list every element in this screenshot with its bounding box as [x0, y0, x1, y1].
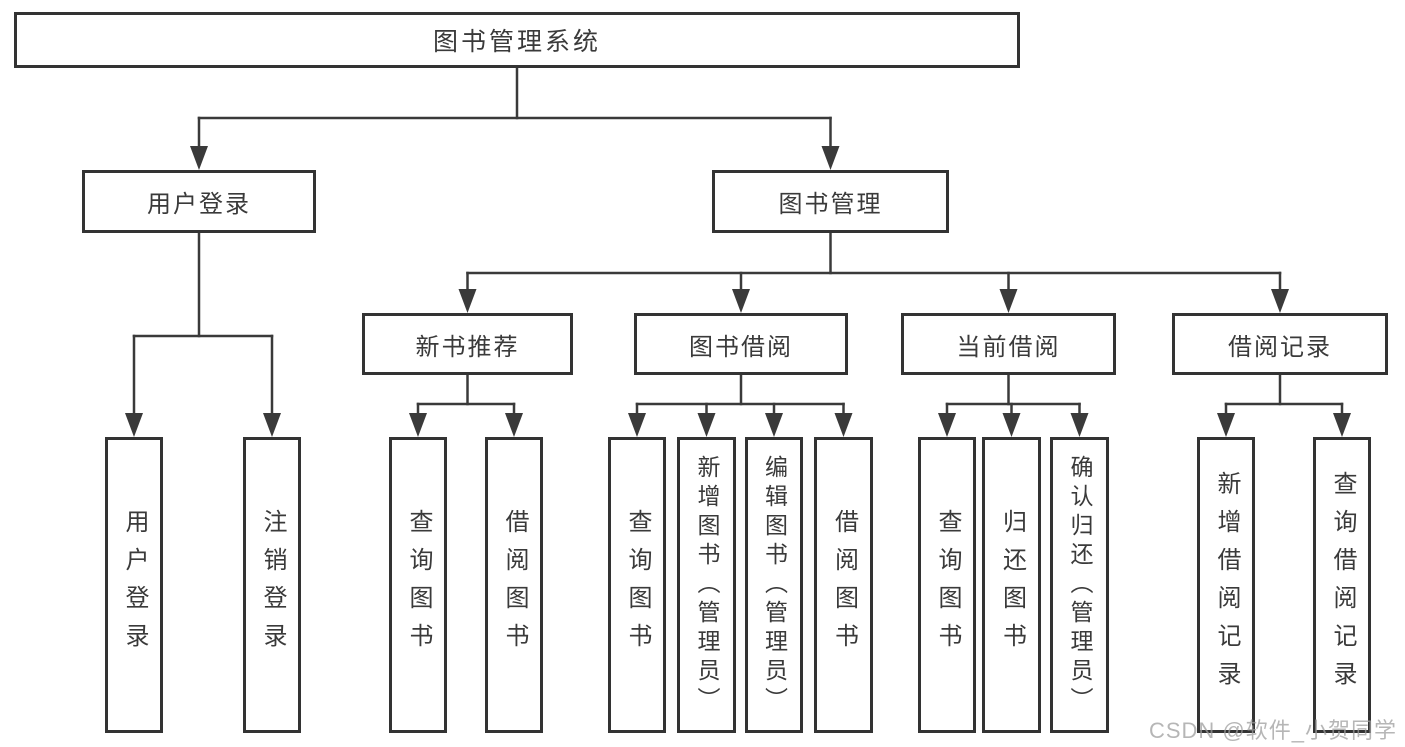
node-label-ul-logout: 注销登录	[259, 509, 286, 661]
node-label-nb-borrow: 借阅图书	[501, 509, 528, 661]
node-cb-query: 查询图书	[918, 437, 976, 733]
node-label-br-add: 新增借阅记录	[1213, 471, 1240, 699]
arrowhead-cb-query	[938, 413, 956, 437]
node-label-nb-query: 查询图书	[405, 509, 432, 661]
node-nb-borrow: 借阅图书	[485, 437, 543, 733]
arrowhead-bb-borrow	[834, 413, 853, 437]
watermark-text: CSDN @软件_小贺同学	[1148, 718, 1397, 743]
node-label-current-borrow: 当前借阅	[956, 333, 1061, 361]
node-label-cb-query: 查询图书	[934, 509, 961, 661]
node-br-query: 查询借阅记录	[1313, 437, 1371, 733]
arrowhead-ul-login	[125, 413, 143, 437]
node-borrow-records: 借阅记录	[1172, 313, 1388, 375]
node-label-br-query: 查询借阅记录	[1329, 471, 1356, 699]
node-label-ul-login: 用户登录	[121, 509, 148, 661]
arrowhead-book-mgmt	[821, 146, 840, 170]
node-label-bb-borrow: 借阅图书	[830, 509, 858, 661]
node-user-login: 用户登录	[82, 170, 316, 233]
arrowhead-cb-return	[1002, 413, 1021, 437]
arrowhead-user-login	[190, 146, 208, 170]
node-br-add: 新增借阅记录	[1197, 437, 1255, 733]
node-bb-query: 查询图书	[608, 437, 666, 733]
node-current-borrow: 当前借阅	[901, 313, 1116, 375]
arrowhead-book-borrow	[732, 289, 750, 313]
node-book-mgmt: 图书管理	[712, 170, 949, 233]
node-ul-login: 用户登录	[105, 437, 163, 733]
arrowhead-new-book	[458, 289, 477, 313]
arrowhead-nb-query	[409, 413, 427, 437]
node-cb-confirm: 确认归还（管理员）	[1050, 437, 1109, 733]
node-new-book: 新书推荐	[362, 313, 573, 375]
node-ul-logout: 注销登录	[243, 437, 301, 733]
arrowhead-ul-logout	[263, 413, 281, 437]
node-nb-query: 查询图书	[389, 437, 447, 733]
node-label-bb-edit: 编辑图书（管理员）	[761, 454, 788, 716]
arrowhead-bb-query	[628, 413, 646, 437]
node-label-book-borrow: 图书借阅	[689, 333, 793, 361]
node-book-borrow: 图书借阅	[634, 313, 848, 375]
node-root: 图书管理系统	[14, 12, 1020, 68]
node-cb-return: 归还图书	[982, 437, 1041, 733]
node-label-bb-query: 查询图书	[624, 509, 651, 661]
arrowhead-bb-add	[697, 413, 716, 437]
node-label-new-book: 新书推荐	[415, 333, 520, 361]
node-label-root: 图书管理系统	[432, 28, 601, 56]
node-label-user-login: 用户登录	[147, 191, 251, 218]
arrowhead-bb-edit	[765, 413, 783, 437]
arrowhead-cb-confirm	[1070, 413, 1089, 437]
arrowhead-current-borrow	[999, 289, 1018, 313]
arrowhead-br-add	[1217, 413, 1235, 437]
arrowhead-br-query	[1333, 413, 1351, 437]
node-bb-borrow: 借阅图书	[814, 437, 873, 733]
node-label-book-mgmt: 图书管理	[778, 191, 883, 218]
arrowhead-borrow-records	[1271, 289, 1289, 313]
node-bb-add: 新增图书（管理员）	[677, 437, 736, 733]
node-label-cb-confirm: 确认归还（管理员）	[1067, 454, 1093, 716]
node-label-cb-return: 归还图书	[998, 509, 1026, 661]
node-bb-edit: 编辑图书（管理员）	[745, 437, 803, 733]
node-label-borrow-records: 借阅记录	[1228, 333, 1332, 361]
node-label-bb-add: 新增图书（管理员）	[694, 454, 720, 716]
arrowhead-nb-borrow	[505, 413, 523, 437]
